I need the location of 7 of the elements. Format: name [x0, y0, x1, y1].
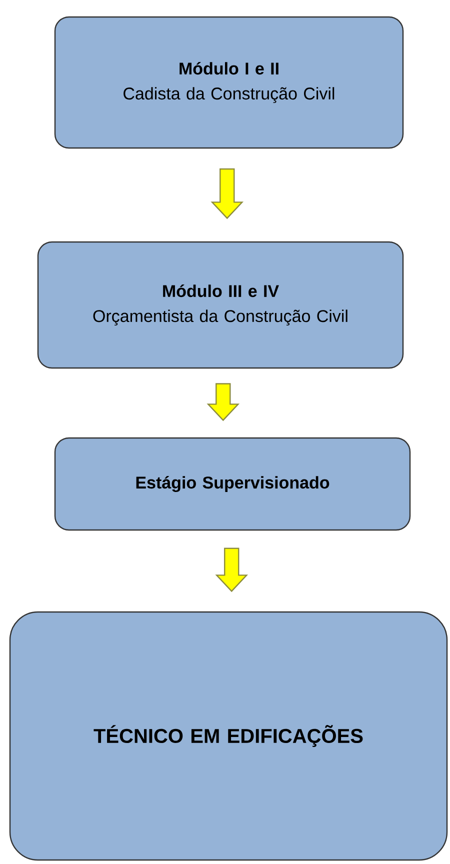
block-arrow — [215, 548, 248, 592]
block-arrow — [206, 383, 240, 422]
process-box: Estágio Supervisionado — [54, 437, 411, 531]
process-box: TÉCNICO EM EDIFICAÇÕES — [9, 611, 448, 861]
process-box: Módulo I e II Cadista da Construção Civil — [54, 16, 404, 149]
process-box: Módulo III e IV Orçamentista da Construção Civil — [37, 241, 404, 369]
block-arrow — [210, 168, 244, 220]
